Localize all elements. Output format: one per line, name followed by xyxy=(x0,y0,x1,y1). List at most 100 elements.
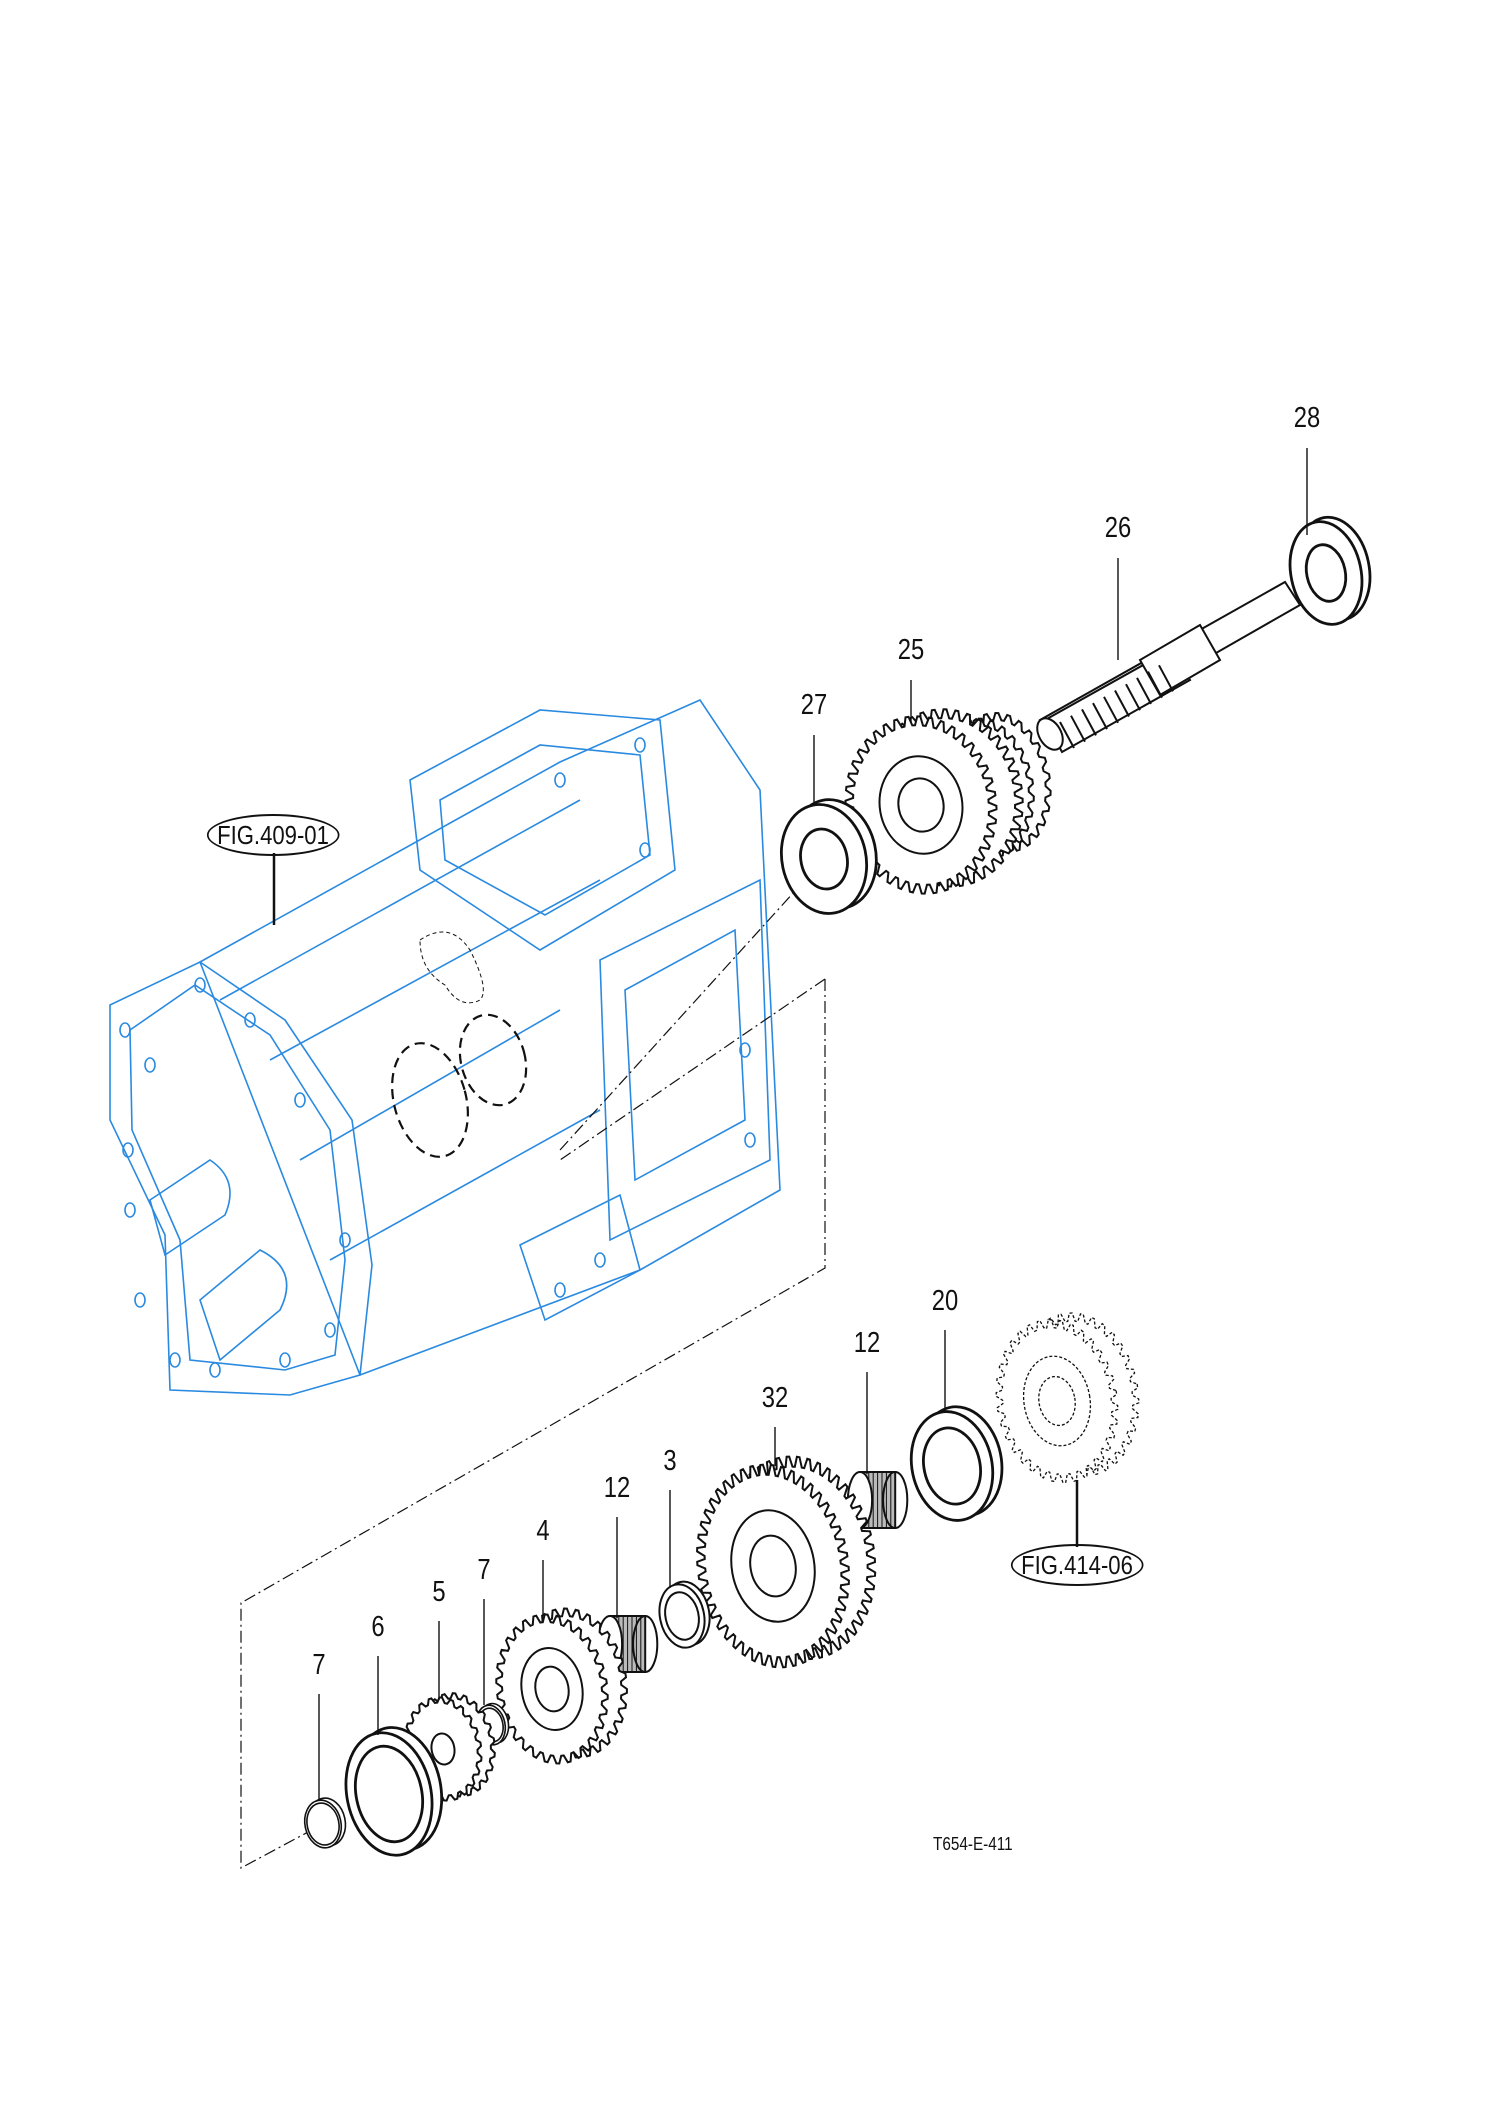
centerline-upper-shaft xyxy=(559,858,825,1151)
gear-bore xyxy=(430,1732,456,1766)
part-label-28: 28 xyxy=(1293,402,1321,434)
snap-ring-7 xyxy=(303,1797,347,1849)
spline-line xyxy=(1125,683,1141,711)
bolt-hole xyxy=(554,772,566,788)
shaft-26 xyxy=(1036,580,1302,754)
bolt-hole xyxy=(144,1057,156,1073)
bolt-hole xyxy=(194,977,206,993)
transmission-housing xyxy=(109,698,781,1396)
part-label-25: 25 xyxy=(897,634,925,666)
housing-side-port xyxy=(624,928,746,1182)
housing-boss xyxy=(149,1159,231,1257)
gear-fig-414-06 xyxy=(995,1312,1140,1484)
spline-line xyxy=(1059,721,1075,749)
figure-reference-gear[interactable]: FIG.414-06 xyxy=(1010,1544,1144,1586)
thrust-washer-3 xyxy=(658,1580,711,1649)
housing-side-flange xyxy=(599,878,771,1242)
ring-inner xyxy=(354,1744,424,1844)
bolt-hole xyxy=(134,1292,146,1308)
spline-line xyxy=(1158,664,1174,692)
bearing-seat-phantom xyxy=(458,1013,528,1107)
shift-sleeve-6 xyxy=(344,1726,444,1857)
ring-inner xyxy=(799,827,849,891)
shaft-spline-lines xyxy=(1059,664,1174,749)
housing-front-flange xyxy=(109,961,373,1396)
ring-inner xyxy=(664,1591,700,1641)
gear-bore xyxy=(534,1665,570,1713)
gear-32 xyxy=(696,1455,877,1669)
spline-line xyxy=(1070,715,1086,743)
ring-inner xyxy=(922,1426,982,1506)
housing-bolt-holes xyxy=(119,737,756,1378)
gear-hub xyxy=(520,1647,584,1731)
assembly-centerlines xyxy=(240,858,826,1870)
bolt-hole xyxy=(124,1202,136,1218)
housing-rib xyxy=(299,1009,561,1161)
bearing-28 xyxy=(1288,515,1372,626)
parts-layer xyxy=(303,515,1372,1857)
shaft-end xyxy=(1036,717,1064,751)
housing-boss xyxy=(199,1249,288,1362)
drawing-code: T654-E-411 xyxy=(933,1834,1013,1854)
bolt-hole xyxy=(119,1022,131,1038)
leader-lines xyxy=(272,448,1308,1800)
bolt-hole xyxy=(244,1012,256,1028)
needle-end xyxy=(632,1615,659,1673)
part-label-6: 6 xyxy=(371,1611,385,1643)
bolt-hole xyxy=(739,1042,751,1058)
spline-line xyxy=(1136,677,1152,705)
part-label-27: 27 xyxy=(800,689,828,721)
housing-top-opening xyxy=(439,744,651,916)
spline-line xyxy=(1081,708,1097,736)
part-label-5: 5 xyxy=(432,1576,446,1608)
bolt-hole xyxy=(554,1282,566,1298)
housing-lower-boss xyxy=(519,1193,641,1322)
housing-rib xyxy=(329,1109,601,1261)
bearing-seat-phantoms xyxy=(391,1013,528,1158)
part-label-32: 32 xyxy=(761,1382,789,1414)
part-label-12: 12 xyxy=(853,1327,881,1359)
bolt-hole xyxy=(634,737,646,753)
part-label-7: 7 xyxy=(477,1554,491,1586)
part-label-20: 20 xyxy=(931,1285,959,1317)
bearing-27 xyxy=(779,798,878,915)
housing-rib xyxy=(219,799,581,1001)
spline-line xyxy=(1147,671,1163,699)
figure-reference-housing[interactable]: FIG.409-01 xyxy=(206,814,340,856)
gear-bore xyxy=(897,777,945,833)
phantom-part xyxy=(419,931,484,1004)
gear-hub xyxy=(730,1509,816,1623)
gear-25 xyxy=(844,708,1024,895)
gear-hub xyxy=(878,755,964,855)
gear-4 xyxy=(495,1607,628,1765)
housing-body xyxy=(199,698,781,1377)
housing-flange-inner xyxy=(129,984,346,1371)
spline-line xyxy=(1092,702,1108,730)
bolt-hole xyxy=(639,842,651,858)
bolt-hole xyxy=(594,1252,606,1268)
ring-inner xyxy=(306,1802,340,1846)
bolt-hole xyxy=(279,1352,291,1368)
bolt-hole xyxy=(744,1132,756,1148)
part-label-3: 3 xyxy=(663,1445,677,1477)
bolt-hole xyxy=(324,1322,336,1338)
part-label-26: 26 xyxy=(1104,512,1132,544)
bearing-seat-phantom xyxy=(391,1042,469,1158)
ring-inner xyxy=(1304,543,1348,603)
bolt-hole xyxy=(122,1142,134,1158)
gear-hub xyxy=(1022,1355,1092,1447)
spline-line xyxy=(1103,696,1119,724)
gear-bore xyxy=(749,1534,797,1598)
housing-rib xyxy=(269,879,601,1061)
part-label-7: 7 xyxy=(312,1649,326,1681)
bolt-hole xyxy=(209,1362,221,1378)
housing-top-cover-seat xyxy=(409,709,676,951)
spline-line xyxy=(1114,690,1130,717)
bolt-hole xyxy=(294,1092,306,1108)
part-label-12: 12 xyxy=(603,1472,631,1504)
needle-end xyxy=(882,1471,909,1529)
gear-bore xyxy=(1038,1375,1076,1427)
bolt-hole xyxy=(339,1232,351,1248)
part-label-4: 4 xyxy=(536,1515,550,1547)
